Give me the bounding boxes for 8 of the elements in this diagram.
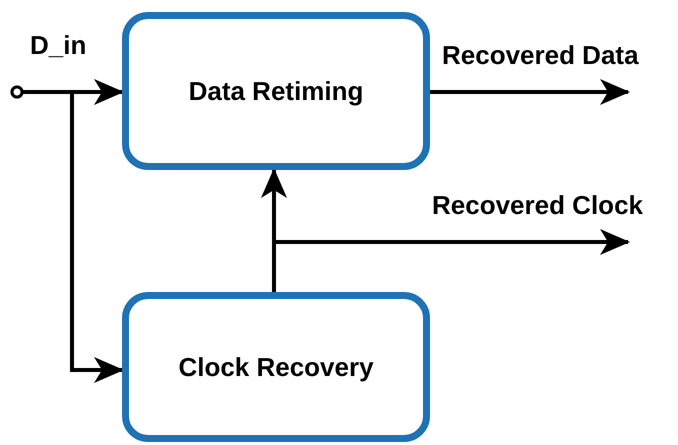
process-box bbox=[122, 12, 430, 170]
arrow bbox=[10, 86, 124, 383]
block-label: Clock Recovery bbox=[178, 352, 374, 382]
arrow bbox=[430, 79, 630, 105]
input-label: D_in bbox=[30, 30, 86, 61]
arrow bbox=[272, 229, 630, 292]
block-label: Data Retiming bbox=[188, 76, 364, 106]
process-box bbox=[122, 292, 430, 442]
